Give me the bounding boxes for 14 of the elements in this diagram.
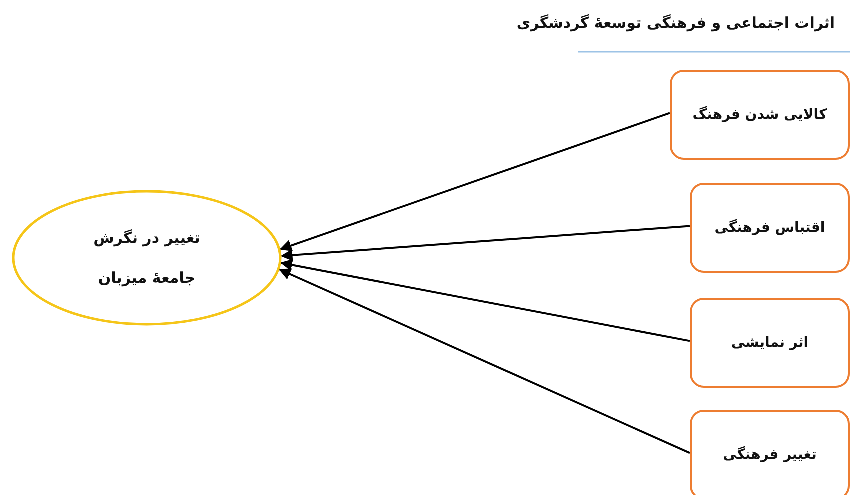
title: اثرات اجتماعی و فرهنگی توسعهٔ گردشگری [516,14,835,32]
arrow [280,259,690,342]
rounded-box [690,298,850,388]
node-text: اثر نمایشی [731,335,809,351]
arrow [280,112,670,252]
ellipse-node [12,190,282,326]
node-text: کالایی شدن فرهنگ [692,107,828,123]
node-text: تغییر فرهنگی [723,447,817,463]
node-text: تغییر در نگرش جامعهٔ میزبان [92,228,202,289]
rounded-box [670,70,850,160]
arrow [280,225,690,262]
node-text: اقتباس فرهنگی [714,220,826,236]
rounded-box [690,183,850,273]
rounded-box [690,410,850,495]
